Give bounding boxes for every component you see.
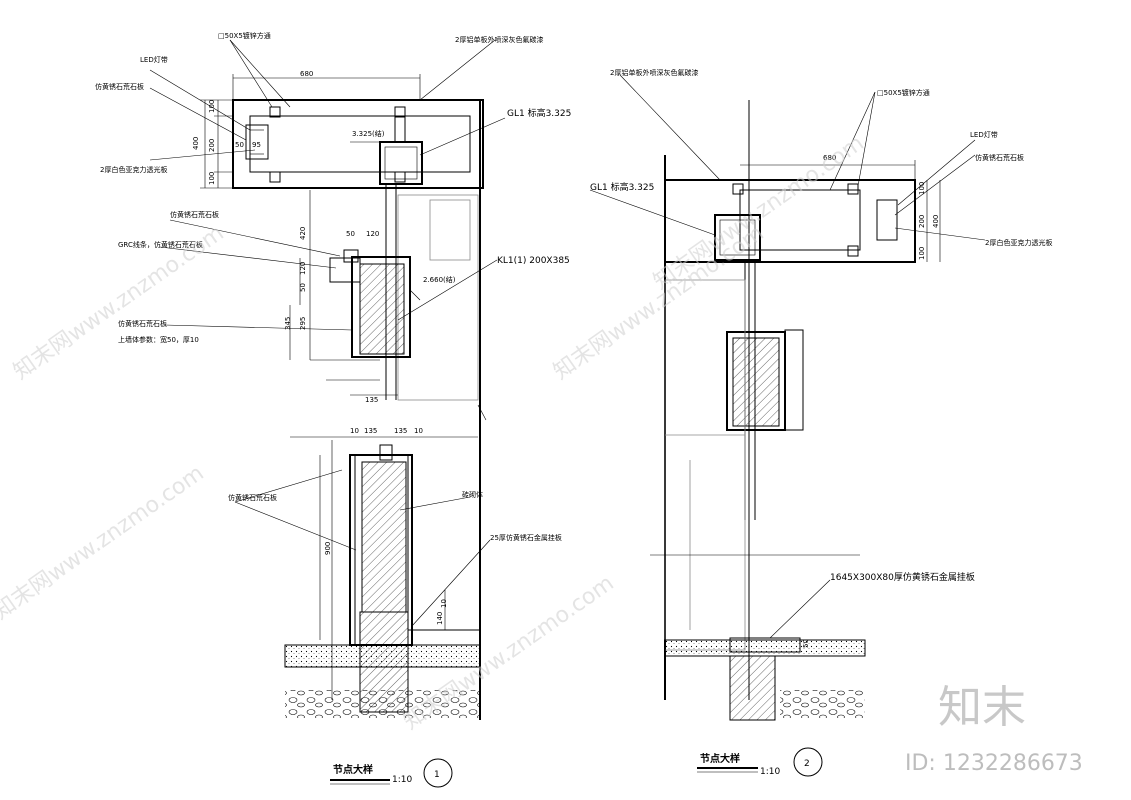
dim-680-2: 680 [823,154,836,162]
label-plate-1: 25厚仿黄锈石金属挂板 [490,533,562,542]
label-plate-2: 1645X300X80厚仿黄锈石金属挂板 [830,571,975,583]
label-stone-5: 仿黄锈石荒石板 [975,153,1024,162]
dim-100b-2: 100 [918,247,926,260]
kl1-label-1: KL1(1) 200X385 [497,256,570,266]
watermark-text-5: 知末网www.znzmo.com [649,131,869,295]
label-led-1: LED灯带 [140,55,168,64]
dim-50-1: 50 [235,141,244,149]
label-panel-2: 2厚铝单板外喷深灰色氟碳漆 [610,68,698,77]
canopy-section-2 [664,160,941,263]
detail-number-circle-1 [423,758,453,788]
id-watermark: ID: 1232286673 [905,751,1083,776]
label-brick: 砖砌体 [462,490,483,499]
leader-lines [149,39,986,639]
label-steel-1: □50X5镀锌方通 [218,31,271,40]
label-stone-3: 仿黄锈石荒石板 [118,319,167,328]
gl1-beam-1 [350,110,423,185]
label-acrylic-1: 2厚白色亚克力透光板 [100,165,167,174]
detail-number-2: 2 [804,759,810,769]
watermark-text-2: 知末网www.znzmo.com [0,461,209,625]
label-led-2: LED灯带 [970,130,998,139]
label-stone-1: 仿黄锈石荒石板 [95,82,144,91]
label-steel-2: □50X5镀锌方通 [877,88,930,97]
dim-420-1: 420 [299,227,307,240]
elev-2660-1: 2.660(结) [423,275,456,284]
gl1-beam-2 [714,214,761,261]
brand-logo-text: 知末 [938,682,1026,733]
canopy-section-1 [200,74,484,189]
dim-400-1: 400 [192,137,200,150]
label-stone-2: 仿黄锈石荒石板 [170,210,219,219]
dim-120a-1: 120 [366,230,379,238]
dim-120b-1: 120 [299,262,307,275]
dim-900-1: 900 [324,542,332,555]
kl1-beam-2 [726,329,804,431]
dim-10a-1: 10 [350,427,359,435]
elev-3325-1: 3.325(结) [352,129,385,138]
column-base-1 [284,436,481,718]
dim-95-1: 95 [252,141,261,149]
dim-200-1: 200 [208,139,216,152]
dim-100a-1: 100 [208,100,216,113]
dim-10c-1: 10 [440,599,448,608]
gl1-label-1: GL1 标高3.325 [507,107,571,119]
label-wall-param: 上墙体参数：宽50，厚10 [118,335,199,344]
dim-295-1: 295 [299,317,307,330]
column-base-2 [664,637,866,721]
title-1: 节点大样 [333,763,373,776]
dim-100a-2: 100 [918,182,926,195]
dim-50a-1: 50 [346,230,355,238]
label-acrylic-2: 2厚白色亚克力透光板 [985,238,1052,247]
dim-200-2: 200 [918,215,926,228]
dim-135-1: 135 [365,396,378,404]
detail-2 [650,100,941,721]
label-grc-1: GRC线条，仿黄锈石荒石板 [118,240,203,249]
dim-135b-1: 135 [394,427,407,435]
label-panel-1: 2厚铝单板外喷深灰色氟碳漆 [455,35,543,44]
scale-1: 1:10 [392,775,412,785]
detail-number-circle-2 [793,747,823,777]
dim-140-1: 140 [436,612,444,625]
gl1-label-2: GL1 标高3.325 [590,181,654,193]
dim-135a-1: 135 [364,427,377,435]
dim-50-2: 50 [802,639,810,648]
scale-2: 1:10 [760,767,780,777]
dim-345-1: 345 [284,317,292,330]
dim-100b-1: 100 [208,172,216,185]
label-stone-4: 仿黄锈石荒石板 [228,493,277,502]
dim-10b-1: 10 [414,427,423,435]
title-2: 节点大样 [700,752,740,765]
kl1-beam-1 [329,249,411,358]
detail-number-1: 1 [434,770,440,780]
dim-680-1: 680 [300,70,313,78]
detail-1 [200,74,487,720]
dim-400-2: 400 [932,215,940,228]
dim-50b-1: 50 [299,283,307,292]
